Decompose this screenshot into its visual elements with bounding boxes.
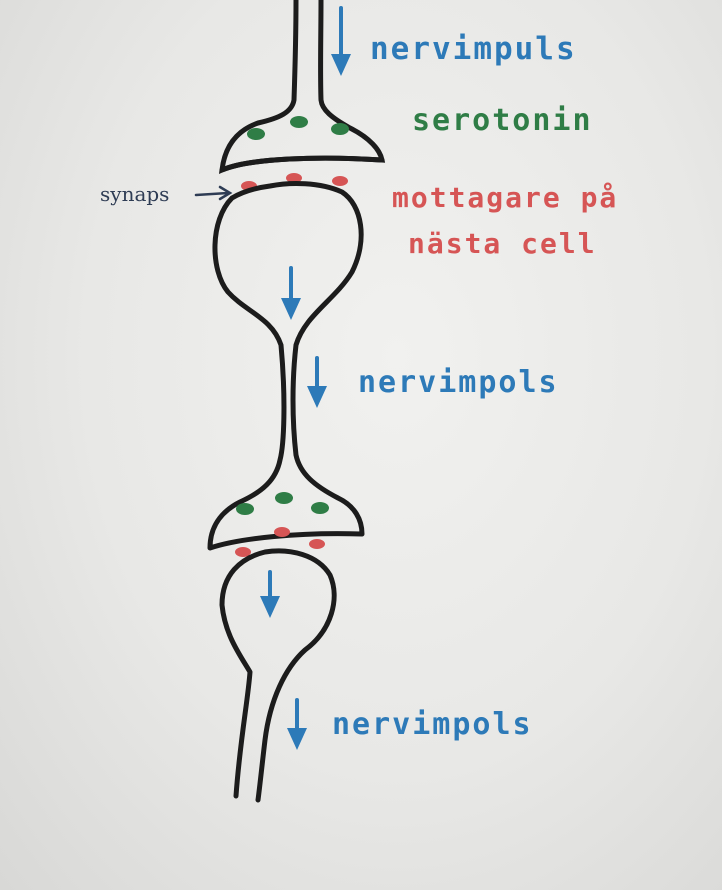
serotonin-dot: [311, 502, 329, 514]
down-arrow-icon: [331, 8, 351, 76]
down-arrow-icon: [307, 358, 327, 408]
serotonin-label: serotonin: [412, 106, 593, 136]
serotonin-dot: [331, 123, 349, 135]
receptor-dot: [309, 539, 325, 549]
receptor-dot: [332, 176, 348, 186]
receptor-label-line-1: mottagare på: [392, 184, 618, 212]
top-axon: [222, 0, 382, 170]
impulse-label-top: nervimpuls: [370, 34, 577, 65]
serotonin-dot: [290, 116, 308, 128]
receptor-dot: [274, 527, 290, 537]
synapse-label: synaps: [100, 184, 169, 204]
serotonin-dot: [236, 503, 254, 515]
bottom-neuron-body: [222, 551, 334, 800]
down-arrow-icon: [260, 572, 280, 618]
down-arrow-icon: [287, 700, 307, 750]
upper-synaptic-terminal: [222, 158, 382, 170]
synapse-pointer-arrow-icon: [196, 187, 230, 199]
serotonin-dot: [275, 492, 293, 504]
receptor-label-line-2: nästa cell: [408, 230, 597, 258]
down-arrow-icon: [281, 268, 301, 320]
impulse-label-middle: nervimpols: [358, 368, 559, 398]
serotonin-dot: [247, 128, 265, 140]
impulse-label-bottom: nervimpols: [332, 710, 533, 740]
